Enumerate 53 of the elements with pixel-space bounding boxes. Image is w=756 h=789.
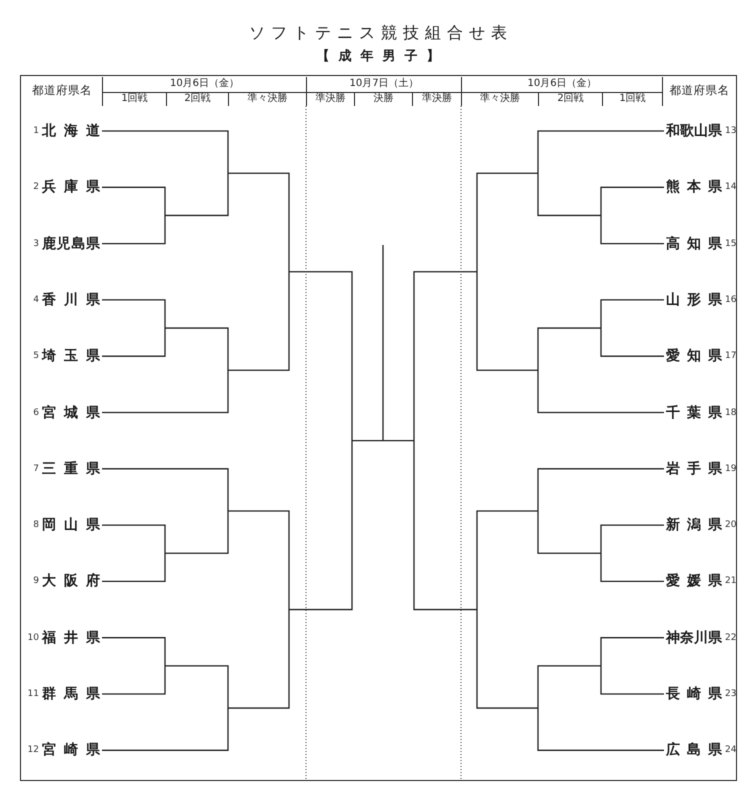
team-number: 19 [725,462,736,475]
team-number: 11 [28,688,39,700]
team-number: 15 [725,238,736,250]
team-number: 16 [725,294,736,306]
prefecture-name: 群馬県 [42,686,100,702]
prefecture-name: 福井県 [42,630,100,646]
team-number: 6 [33,406,39,418]
team-number: 4 [33,294,39,306]
team-number: 22 [725,632,736,644]
team-number: 21 [725,575,736,588]
prefecture-name: 大阪府 [42,573,100,590]
team-number: 20 [725,519,736,532]
prefecture-name: 愛媛県 [666,573,722,590]
prefecture-name: 神奈川県 [666,630,722,646]
prefecture-name: 高知県 [666,236,722,252]
team-number: 24 [725,744,736,756]
title: ソフトテニス競技組合せ表 [248,24,513,42]
team-number: 14 [725,181,736,194]
prefecture-name: 広島県 [666,742,722,758]
team-number: 2 [33,181,39,194]
team-number: 18 [725,406,736,418]
team-number: 23 [725,688,736,700]
prefecture-name: 新潟県 [666,517,722,534]
prefecture-name: 岡山県 [42,517,100,534]
team-number: 10 [28,632,39,644]
team-number: 8 [33,519,39,532]
prefecture-name: 三重県 [42,460,100,477]
prefecture-name: 和歌山県 [666,123,722,139]
team-number: 7 [33,462,39,475]
team-number: 13 [725,125,736,137]
prefecture-name: 千葉県 [666,404,722,420]
prefecture-name: 北海道 [42,123,100,139]
prefecture-name: 熊本県 [666,179,722,196]
prefecture-name: 愛知県 [666,348,722,364]
team-number: 9 [33,575,39,588]
team-number: 3 [33,238,39,250]
date-header: 10月6日（金） [462,76,663,92]
prefecture-name: 宮崎県 [42,742,100,758]
team-number: 17 [725,350,736,362]
prefecture-name: 埼玉県 [42,348,100,364]
prefecture-name: 鹿児島県 [42,236,100,252]
prefecture-name: 岩手県 [666,460,722,477]
prefecture-name: 長崎県 [666,686,722,702]
team-number: 5 [33,350,39,362]
prefecture-name: 兵庫県 [42,179,100,196]
date-header: 10月7日（土） [306,76,462,92]
prefecture-name: 宮城県 [42,404,100,420]
team-number: 12 [28,744,39,756]
prefecture-name: 山形県 [666,292,722,308]
prefecture-name: 香川県 [42,292,100,308]
subtitle: 【成年男子】 [316,49,448,64]
team-number: 1 [33,125,39,137]
date-header: 10月6日（金） [102,76,307,92]
